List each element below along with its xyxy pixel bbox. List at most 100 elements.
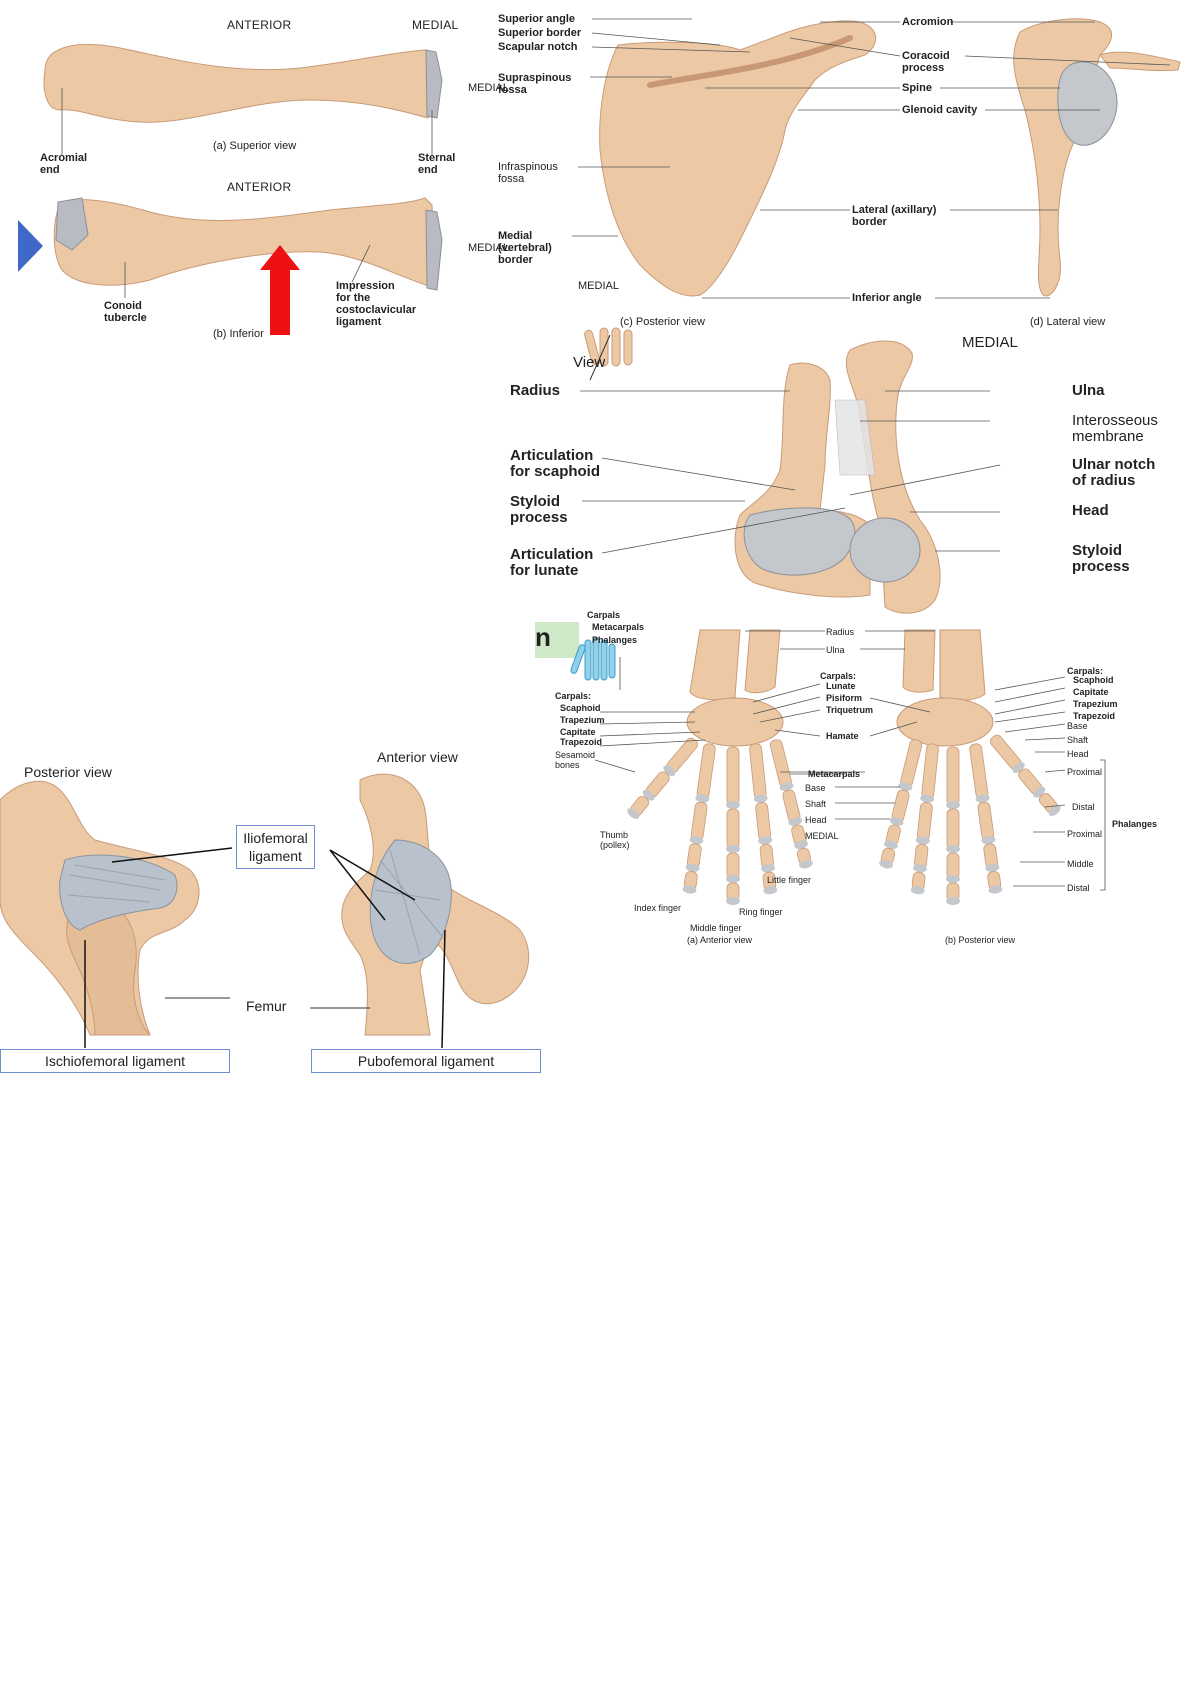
scapula-glenoid: Glenoid cavity — [902, 104, 978, 116]
ischiofemoral-label: Ischiofemoral ligament — [44, 1053, 186, 1069]
hand-phalanges: Phalanges — [1112, 819, 1158, 829]
posterior-middle-finger — [946, 746, 960, 905]
scapula-medial-label2: MEDIAL — [468, 242, 509, 254]
clavicle-panel: ANTERIOR MEDIAL (a) Superior view Acromi… — [0, 0, 460, 340]
wrist-styloid-left: Styloid process — [510, 493, 568, 526]
scapula-lateral-caption: (d) Lateral view — [1030, 316, 1106, 328]
scapula-medial-bottom: MEDIAL — [578, 280, 619, 292]
anterior-middle-finger-segment — [726, 746, 740, 806]
legend-carpals: Carpals — [587, 610, 621, 620]
pubofemoral-label: Pubofemoral ligament — [357, 1053, 495, 1069]
posterior-ring-finger-joint — [920, 794, 935, 803]
wrist-medial: MEDIAL — [962, 334, 1018, 351]
anterior-little-finger — [769, 739, 813, 869]
posterior-little-finger-joint — [889, 817, 904, 826]
hand-radius: Radius — [826, 627, 855, 637]
blue-marker — [18, 220, 43, 272]
iliofemoral-ligament-posterior — [59, 854, 178, 931]
clavicle-anterior-top: ANTERIOR — [227, 18, 292, 32]
wrist-art-scaphoid: Articulation for scaphoid — [510, 447, 601, 480]
posterior-ring-finger — [910, 743, 939, 895]
hand-proximal-r1: Proximal — [1067, 767, 1103, 777]
scapula-superior-border: Superior border — [498, 27, 582, 39]
hand-trapezoid-r: Trapezoid — [1073, 711, 1116, 721]
scapula-infraspinous: Infraspinous fossa — [498, 161, 558, 185]
posterior-ring-finger-segment — [916, 802, 933, 842]
anterior-middle-finger-joint — [726, 897, 740, 905]
posterior-index-finger-joint — [981, 835, 996, 845]
posterior-little-finger-joint — [879, 859, 893, 869]
posterior-index-finger-segment — [969, 743, 989, 800]
hand-head-m: Head — [805, 815, 827, 825]
hand-panel: n Carpals Metacarpals Phalanges Radius U… — [535, 610, 1200, 1002]
anterior-ring-finger-joint — [758, 836, 773, 845]
clavicle-conoid-tubercle: Conoid tubercle — [104, 300, 147, 324]
hand-capitate-l: Capitate — [560, 727, 596, 737]
scapula-superior-angle: Superior angle — [498, 13, 576, 25]
hand-triquetrum: Triquetrum — [826, 705, 874, 715]
wrist-art-lunate: Articulation for lunate — [510, 546, 594, 579]
posterior-ring-finger-joint — [912, 864, 927, 873]
scapula-posterior-caption: (c) Posterior view — [620, 316, 705, 328]
hand-trapezium-r: Trapezium — [1073, 699, 1118, 709]
anterior-ring-finger-segment — [755, 802, 772, 842]
hand-shaft-m: Shaft — [805, 799, 827, 809]
posterior-index-finger-joint — [985, 863, 1000, 872]
clavicle-sternal-end: Sternal end — [418, 152, 456, 176]
hand-shaft-r: Shaft — [1067, 735, 1089, 745]
anterior-middle-finger-segment — [726, 808, 740, 850]
anterior-little-finger-joint — [794, 840, 808, 850]
hand-ulna: Ulna — [826, 645, 845, 655]
anterior-little-finger-joint — [779, 782, 794, 791]
legend-hand-thumbnail — [570, 637, 621, 690]
view-hand-thumbnail — [584, 327, 633, 381]
scapula-inferior-angle: Inferior angle — [852, 292, 922, 304]
anterior-ring-finger — [749, 743, 778, 895]
anterior-thumb-joint — [642, 789, 655, 801]
pubofemoral-label-box: Pubofemoral ligament — [311, 1049, 541, 1073]
posterior-middle-finger-joint — [946, 897, 960, 905]
iliofemoral-label-box: Iliofemoral ligament — [236, 825, 315, 869]
hand-lunate: Lunate — [826, 681, 856, 691]
scapula-panel: Superior angle Superior border Scapular … — [460, 0, 1200, 330]
scapula-medial-border: Medial (vertebral) border — [498, 230, 552, 266]
clavicle-inferior-bone — [53, 197, 435, 286]
ulna-head-surface — [849, 517, 921, 583]
anterior-ulna — [744, 629, 781, 694]
hand-proximal-r2: Proximal — [1067, 829, 1103, 839]
scapula-medial-label: MEDIAL — [468, 82, 509, 94]
posterior-thumb-joint — [1033, 786, 1046, 798]
hip-anterior-view: Anterior view — [377, 749, 458, 765]
anterior-index-finger — [682, 743, 716, 894]
hand-base-m: Base — [805, 783, 826, 793]
scapula-illustration — [572, 18, 1181, 299]
hip-panel: Posterior view Anterior view Iliofemoral… — [0, 740, 545, 1073]
posterior-middle-finger-segment — [946, 808, 960, 850]
hand-trapezoid-l: Trapezoid — [560, 737, 603, 747]
anterior-middle-finger — [726, 746, 740, 905]
anterior-thumb — [627, 737, 698, 819]
anterior-middle-finger-joint — [726, 875, 740, 883]
ischiofemoral-label-box: Ischiofemoral ligament — [0, 1049, 230, 1073]
wrist-radius: Radius — [510, 382, 561, 399]
hand-middle-finger: Middle finger — [690, 923, 742, 933]
wrist-ulnar-notch: Ulnar notch of radius — [1072, 456, 1156, 489]
clavicle-acromial-end: Acromial end — [40, 152, 88, 176]
hip-posterior-view: Posterior view — [24, 764, 112, 780]
wrist-styloid-right: Styloid process — [1072, 542, 1130, 575]
badge-box — [535, 622, 579, 658]
scapula-posterior-bone — [599, 20, 877, 297]
hand-carpals-right: Carpals: — [1067, 666, 1104, 676]
wrist-head: Head — [1072, 502, 1109, 519]
wrist-interosseous: Interosseous membrane — [1072, 412, 1158, 445]
posterior-thumb-joint — [1012, 762, 1025, 774]
posterior-ulna — [902, 629, 936, 693]
hand-illustration — [535, 622, 1106, 905]
hand-pisiform: Pisiform — [826, 693, 863, 703]
scapula-coracoid: Coracoid process — [902, 50, 950, 74]
clavicle-illustration — [18, 43, 443, 335]
scapula-spine: Spine — [902, 82, 932, 94]
legend-metacarpals: Metacarpals — [592, 622, 645, 632]
posterior-little-finger — [879, 739, 923, 869]
anterior-index-finger-joint — [682, 885, 697, 894]
